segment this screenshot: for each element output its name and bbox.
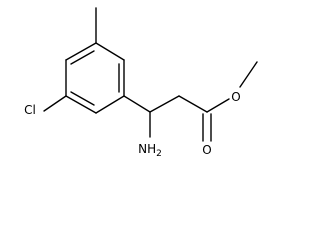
carbonyl-oxygen-label: O xyxy=(202,143,211,157)
bond-ring-c4-c5 xyxy=(65,95,97,114)
amino-label-main: NH xyxy=(138,142,156,156)
structure-canvas: Cl NH2 O O xyxy=(24,7,258,159)
amino-label-subscript: 2 xyxy=(156,149,162,159)
bond-ester-o-to-methyl xyxy=(239,61,258,88)
bonds xyxy=(43,7,258,142)
chlorine-label: Cl xyxy=(24,103,36,117)
bond-ch2-to-carbonyl xyxy=(178,95,208,113)
atom-labels: Cl NH2 O O xyxy=(24,90,241,159)
amino-label: NH2 xyxy=(138,142,162,159)
bond-ring-c3-c4 xyxy=(95,95,125,114)
bond-ring-to-ch xyxy=(123,95,151,113)
bond-ring-inner-1 xyxy=(70,50,95,65)
bond-ring-inner-3 xyxy=(70,91,95,106)
bond-ch-to-ch2 xyxy=(149,95,180,113)
molecule-diagram: Cl NH2 O O xyxy=(24,7,258,159)
bond-chloro xyxy=(43,95,67,112)
bond-ring-c6-c1 xyxy=(65,42,97,61)
bond-ring-c1-c2 xyxy=(95,42,125,61)
ester-oxygen-label: O xyxy=(231,90,240,104)
bond-carbonyl-to-ester-o xyxy=(206,98,230,113)
